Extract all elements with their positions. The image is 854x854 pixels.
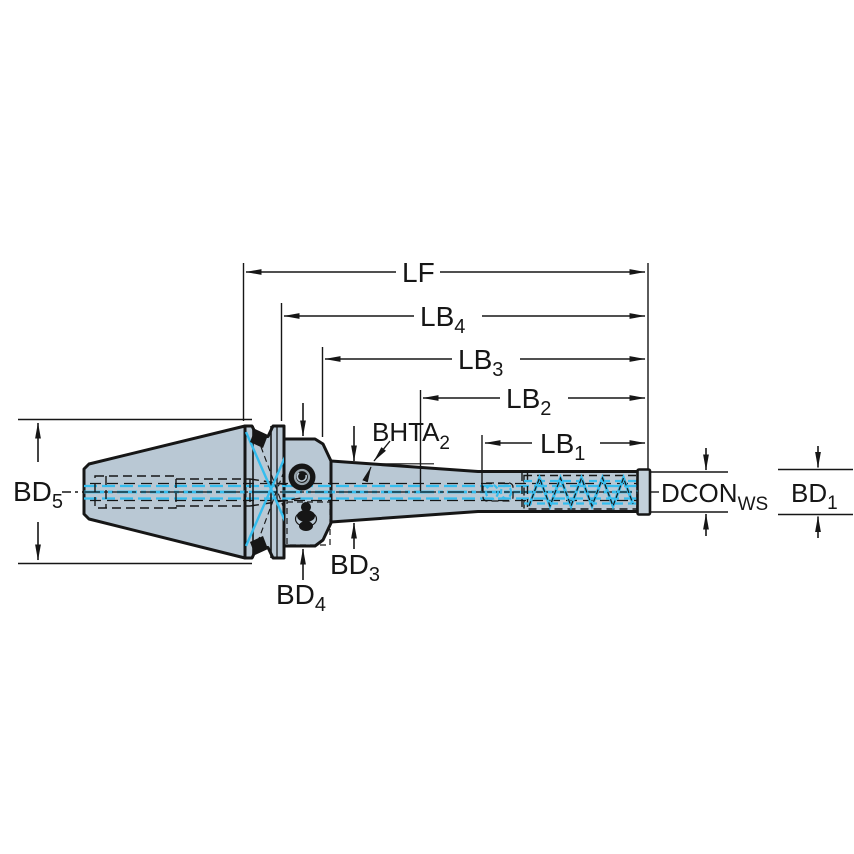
internal-details [84,473,638,511]
dimension-labels: LF LB4 LB3 LB2 LB1 BHTA2 BD5 BD4 BD3 DCO… [13,257,838,616]
dimension-graphics [18,263,853,580]
dim-label-bd1: BD1 [791,478,838,514]
dim-label-bd5: BD5 [13,476,63,513]
dim-label-lb2: LB2 [506,383,551,420]
flange-section-details [245,426,284,558]
dim-label-bd3: BD3 [330,549,380,586]
clamp-screw-icon [288,463,316,491]
dim-label-dcon-ws: DCONWS [661,478,768,515]
dim-label-bd4: BD4 [276,579,326,616]
dim-label-bhta2: BHTA2 [372,417,450,454]
collar-screws [286,463,331,546]
set-screw-icon [301,502,311,512]
dim-label-lb3: LB3 [458,344,503,381]
dim-label-lb4: LB4 [420,301,465,338]
dim-label-lb1: LB1 [540,428,585,465]
front-cap [636,468,652,516]
dim-label-lf: LF [402,257,435,288]
